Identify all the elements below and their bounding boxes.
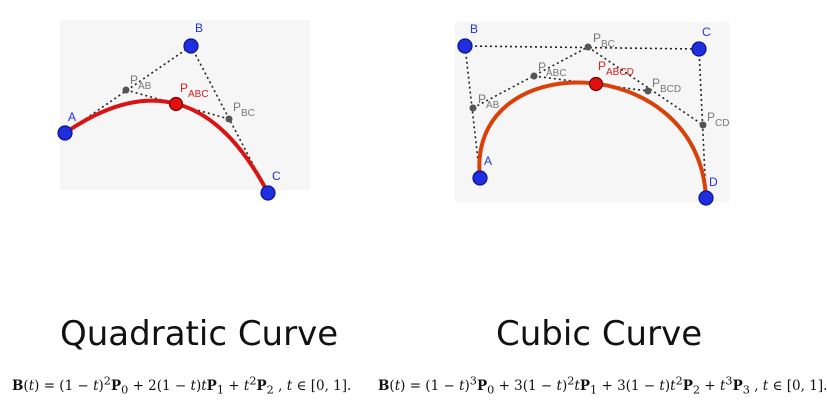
- cubic-bezier-curve: [477, 80, 708, 200]
- label-pabc-sub: ABC: [546, 68, 567, 79]
- cubic-title: Cubic Curve: [496, 314, 703, 354]
- label-pab: PAB: [130, 73, 152, 92]
- cubic-formula-text: B(t) = (1 − t)3P0 + 3(1 − t)2tP1 + 3(1 −…: [378, 374, 827, 397]
- point-pabc: [168, 96, 184, 112]
- control-point-a: [472, 170, 488, 186]
- label-d: D: [709, 175, 718, 189]
- point-pabc: [530, 72, 538, 80]
- level2-line-bc-cd: [587, 46, 704, 126]
- label-pcd-sub: CD: [715, 118, 729, 129]
- control-line-bc: [464, 45, 700, 50]
- label-pbc-sub: BC: [241, 108, 255, 119]
- label-pabc-p: P: [538, 60, 546, 74]
- control-point-d: [698, 190, 714, 206]
- label-pbcd-sub: BCD: [660, 84, 681, 95]
- control-point-c: [260, 185, 276, 201]
- point-pcd: [699, 121, 707, 129]
- quadratic-diagram: A B C PAB PABC PBC: [0, 0, 410, 300]
- label-b: B: [195, 21, 203, 35]
- label-pbcd: PBCD: [652, 76, 681, 95]
- point-pab: [469, 104, 477, 112]
- label-pab-p: P: [478, 92, 486, 106]
- cubic-svg: A B C D PAB PBC PCD PABC PBCD PABCD: [455, 22, 730, 206]
- label-pbc-p: P: [233, 100, 241, 114]
- quadratic-formula-text: B(t) = (1 − t)2P0 + 2(1 − t)tP1 + t2P2 ,…: [12, 374, 352, 397]
- quadratic-title: Quadratic Curve: [60, 314, 339, 354]
- control-point-b: [183, 38, 199, 54]
- point-pbc: [225, 115, 233, 123]
- label-pabc-sub: ABC: [188, 89, 209, 100]
- label-pcd: PCD: [707, 110, 729, 129]
- label-pabc: PABC: [538, 60, 567, 79]
- label-b: B: [470, 22, 478, 36]
- point-pbcd: [644, 87, 652, 95]
- quadratic-formula: B(t) = (1 − t)2P0 + 2(1 − t)tP1 + t2P2 ,…: [12, 374, 351, 396]
- point-pabcd: [588, 76, 604, 92]
- label-c: C: [272, 169, 281, 183]
- label-a: A: [68, 110, 76, 124]
- quadratic-svg: A B C PAB PABC PBC: [57, 20, 310, 201]
- control-point-c: [691, 41, 707, 57]
- label-pabcd-sub: ABCD: [606, 67, 634, 78]
- level2-line-ab-bc: [472, 46, 589, 109]
- label-pbcd-p: P: [652, 76, 660, 90]
- label-pbc: PBC: [593, 31, 615, 50]
- label-pab-sub: AB: [138, 81, 152, 92]
- label-c: C: [702, 25, 711, 39]
- label-pab: PAB: [478, 92, 500, 111]
- cubic-formula: B(t) = (1 − t)3P0 + 3(1 − t)2tP1 + 3(1 −…: [378, 374, 827, 396]
- level3-line-abc-bcd: [533, 75, 649, 92]
- cubic-background: [455, 22, 730, 202]
- label-pabcd: PABCD: [598, 59, 634, 78]
- point-pbc: [584, 43, 592, 51]
- label-pab-sub: AB: [486, 100, 500, 111]
- control-point-b: [457, 38, 473, 54]
- control-point-a: [57, 125, 73, 141]
- label-pbc-p: P: [593, 31, 601, 45]
- label-a: A: [484, 154, 492, 168]
- label-pabc: PABC: [180, 81, 209, 100]
- label-pbc: PBC: [233, 100, 255, 119]
- label-pabcd-p: P: [598, 59, 606, 73]
- point-pab: [122, 86, 130, 94]
- label-pcd-p: P: [707, 110, 715, 124]
- label-pabc-p: P: [180, 81, 188, 95]
- label-pab-p: P: [130, 73, 138, 87]
- control-line-ab: [464, 45, 481, 179]
- label-pbc-sub: BC: [601, 39, 615, 50]
